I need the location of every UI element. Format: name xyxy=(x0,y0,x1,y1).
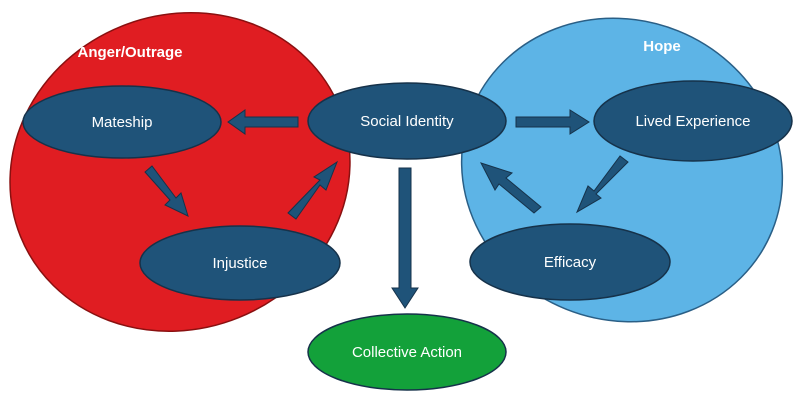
arrow-lived-experience-to-efficacy xyxy=(575,155,629,214)
node-mateship: Mateship xyxy=(22,85,222,159)
hope-region xyxy=(460,17,784,323)
arrow-mateship-to-injustice xyxy=(144,165,189,217)
arrows xyxy=(144,109,629,309)
lived-experience-shape xyxy=(593,80,793,162)
injustice-label: Injustice xyxy=(212,255,267,272)
social-identity-shape xyxy=(307,82,507,160)
arrow-injustice-to-social-identity xyxy=(287,160,339,220)
node-efficacy: Efficacy xyxy=(469,223,671,301)
social-identity-label: Social Identity xyxy=(360,113,454,130)
node-injustice: Injustice xyxy=(139,225,341,301)
collective-action-label: Collective Action xyxy=(352,344,462,361)
node-lived-experience: Lived Experience xyxy=(593,80,793,162)
hope-label: Hope xyxy=(643,38,681,55)
mateship-label: Mateship xyxy=(92,114,153,131)
collective-action-shape xyxy=(307,313,507,391)
arrow-social-identity-to-lived-experience xyxy=(515,109,590,135)
lived-experience-label: Lived Experience xyxy=(635,113,750,130)
arrow-social-identity-to-mateship xyxy=(227,109,299,135)
anger-outrage-label: Anger/Outrage xyxy=(77,44,182,61)
efficacy-label: Efficacy xyxy=(544,254,597,271)
efficacy-shape xyxy=(469,223,671,301)
injustice-shape xyxy=(139,225,341,301)
mateship-shape xyxy=(22,85,222,159)
arrow-efficacy-to-social-identity xyxy=(479,162,542,214)
arrow-social-identity-to-collective-action xyxy=(391,167,419,309)
node-collective-action: Collective Action xyxy=(307,313,507,391)
node-social-identity: Social Identity xyxy=(307,82,507,160)
